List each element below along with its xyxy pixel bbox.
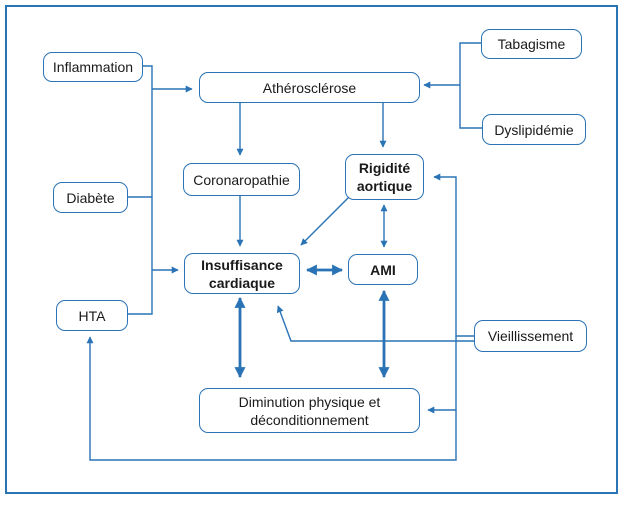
node-inflammation: Inflammation [43, 52, 143, 82]
node-diabete: Diabète [53, 182, 128, 213]
arrow-vieillissement-to-insuffisance [276, 305, 475, 342]
arrow-loop-to-hta [86, 336, 457, 461]
node-dyslipidemie: Dyslipidémie [482, 114, 586, 145]
node-insuffisance-cardiaque: Insuffisance cardiaque [184, 253, 300, 294]
node-atherosclerose: Athérosclérose [199, 72, 420, 103]
footer-caption [6, 499, 606, 511]
node-ami: AMI [348, 254, 418, 285]
vieillissement-feed-line [433, 173, 475, 337]
node-hta: HTA [56, 300, 128, 331]
node-diminution-physique: Diminution physique et déconditionnement [199, 388, 420, 433]
left-bracket-line [126, 65, 153, 315]
node-vieillissement: Vieillissement [474, 320, 587, 352]
node-tabagisme: Tabagisme [481, 29, 582, 59]
arrow-rigidite-to-insuffisance [300, 196, 350, 246]
right-bracket-line [459, 42, 484, 129]
arrow-vieillissement-to-diminution [427, 336, 457, 414]
node-coronaropathie: Coronaropathie [183, 163, 300, 196]
node-rigidite-aortique: Rigidité aortique [345, 154, 424, 200]
